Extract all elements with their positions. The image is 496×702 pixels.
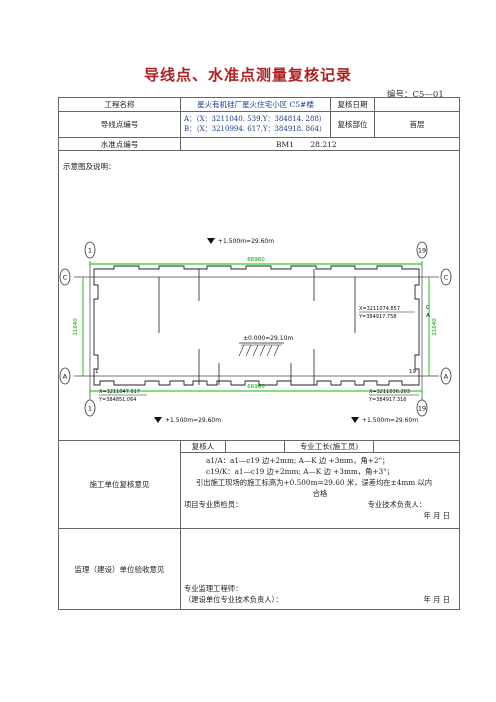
coord-right-bottom-y: Y=384917.316 [368, 397, 406, 403]
inspector-label: 项目专业质检员： [184, 500, 243, 509]
left-dimension: 11640 [73, 318, 79, 336]
page-title: 导线点、水准点测量复核记录 [143, 66, 352, 84]
coord-left-bottom-y: Y=384851.064 [98, 397, 136, 403]
review-results: a1/A：a1—c19 边+2mm; A—K 边 +3mm，角+2"； c19/… [184, 455, 456, 499]
construction-opinion: 复核人 专业工长(施工员) a1/A：a1—c19 边+2mm; A—K 边 +… [180, 440, 460, 529]
site-plan-diagram: 1 19 1 19 C A C A [59, 238, 452, 424]
coordinate-labels: X=3211074.857 Y=384917.758 X=3211047.617… [98, 306, 419, 403]
review-date-value[interactable] [374, 97, 460, 112]
supervision-owner-row: （建设单位专业技术负责人）： 年 月 日 [184, 594, 456, 605]
construction-sign-row: 项目专业质检员： 专业技术负责人： [184, 499, 456, 510]
axis-label-left-bottom: A [63, 373, 68, 381]
bottom-dimension: 66960 [247, 384, 265, 390]
point-1-label: 1 [95, 369, 99, 375]
record-table: 工程名称 星火有机硅厂星火住宅小区 C5#楼 复核日期 导线点编号 A：（X：3… [58, 97, 460, 610]
construction-date: 年 月 日 [423, 511, 450, 520]
coord-right-top-y: Y=384917.758 [358, 314, 396, 320]
review-part-label: 复核部位 [330, 111, 375, 138]
foreman-label: 专业工长(施工员) [285, 441, 374, 452]
supervision-label: 监理（建设）单位验收意见 [58, 528, 181, 610]
level-marker-bottom-left: +1.500m=29.60m [154, 417, 221, 424]
inner-walls [158, 269, 356, 385]
construction-label: 施工单位复核意见 [58, 440, 181, 529]
axis-label-top-left: 1 [88, 247, 92, 255]
level-top-text: +1.500m=29.60m [218, 238, 274, 245]
axis-label-right-top: C [444, 274, 449, 282]
point-19-label: 19 [409, 369, 416, 375]
result-line-3: 引出施工现场的施工标高为+0.500m=29.60 米，误差均在±4mm 以内 [196, 478, 433, 487]
foreman-value[interactable] [374, 442, 459, 453]
top-dimension: 66960 [247, 257, 265, 263]
bm-value: 28.212 [310, 139, 337, 149]
bm-value-cell: BM1 28.212 [180, 137, 460, 151]
supervision-engineer-row: 专业监理工程师： [184, 583, 456, 594]
building-outline [93, 265, 420, 386]
diagram-label: 示意图及说明： [63, 162, 116, 171]
construction-date-row: 年 月 日 [184, 510, 456, 521]
result-line-4: 合格 [312, 489, 328, 498]
point-a-label: A [426, 313, 430, 319]
axis-label-bottom-left: 1 [88, 405, 92, 413]
axis-label-left-top: C [63, 274, 68, 282]
review-part-value: 首层 [374, 111, 460, 138]
level-marker-top: +1.500m=29.60m [207, 238, 274, 245]
axis-lines [74, 265, 439, 403]
coord-right-bottom-x: X=3211036.203 [369, 389, 410, 395]
review-date-label: 复核日期 [330, 97, 375, 112]
result-line-1: a1/A：a1—c19 边+2mm; A—K 边 +3mm，角+2"； [206, 456, 390, 465]
reviewer-value[interactable] [226, 441, 285, 452]
right-dimension: 11640 [432, 318, 438, 336]
traverse-point-a: A：（X：3211040. 539,Y：384814. 288） [184, 115, 326, 124]
level-marker-bottom-right: +1.500m=29.60m [351, 417, 418, 424]
tech-head-label: 专业技术负责人： [367, 500, 426, 509]
level-bottom-left-text: +1.500m=29.60m [165, 417, 221, 424]
project-label: 工程名称 [58, 97, 181, 112]
supervision-date: 年 月 日 [423, 595, 450, 604]
axis-label-top-right: 19 [418, 247, 426, 255]
center-level-text: ±0.000=29.10m [243, 335, 293, 342]
reviewer-header: 复核人 专业工长(施工员) [181, 441, 459, 453]
point-c-label: C [426, 305, 430, 311]
axis-label-bottom-right: 19 [418, 405, 426, 413]
doc-number: 编号：C5—01 [387, 90, 444, 100]
traverse-point-b: B：（X：3210994. 617,Y：384918. 864） [184, 124, 326, 133]
bm-name: BM1 [276, 139, 294, 149]
supervision-opinion: 专业监理工程师： （建设单位专业技术负责人）： 年 月 日 [180, 528, 460, 610]
supervision-engineer: 专业监理工程师： [184, 584, 243, 593]
traverse-label: 导线点编号 [58, 111, 181, 138]
center-level-marker: ±0.000=29.10m [238, 335, 293, 357]
traverse-points: A：（X：3211040. 539,Y：384814. 288） B：（X：32… [180, 111, 331, 138]
level-bottom-right-text: +1.500m=29.60m [362, 417, 418, 424]
coord-left-bottom-x: X=3211047.617 [99, 389, 140, 395]
project-value: 星火有机硅厂星火住宅小区 C5#楼 [180, 97, 331, 112]
reviewer-label: 复核人 [182, 441, 226, 452]
supervision-owner-tech: （建设单位专业技术负责人）： [184, 595, 283, 604]
axis-bubbles [59, 241, 452, 417]
coord-right-top-x: X=3211074.857 [359, 306, 400, 312]
axis-label-right-bottom: A [444, 373, 449, 381]
bm-label: 水准点编号 [58, 137, 181, 151]
dimension-lines [82, 261, 430, 394]
diagram-cell: 示意图及说明： [58, 150, 460, 441]
result-line-2: c19/K：a1—c19 边+2mm; A—K 边 +3mm，角+3"； [206, 467, 394, 476]
